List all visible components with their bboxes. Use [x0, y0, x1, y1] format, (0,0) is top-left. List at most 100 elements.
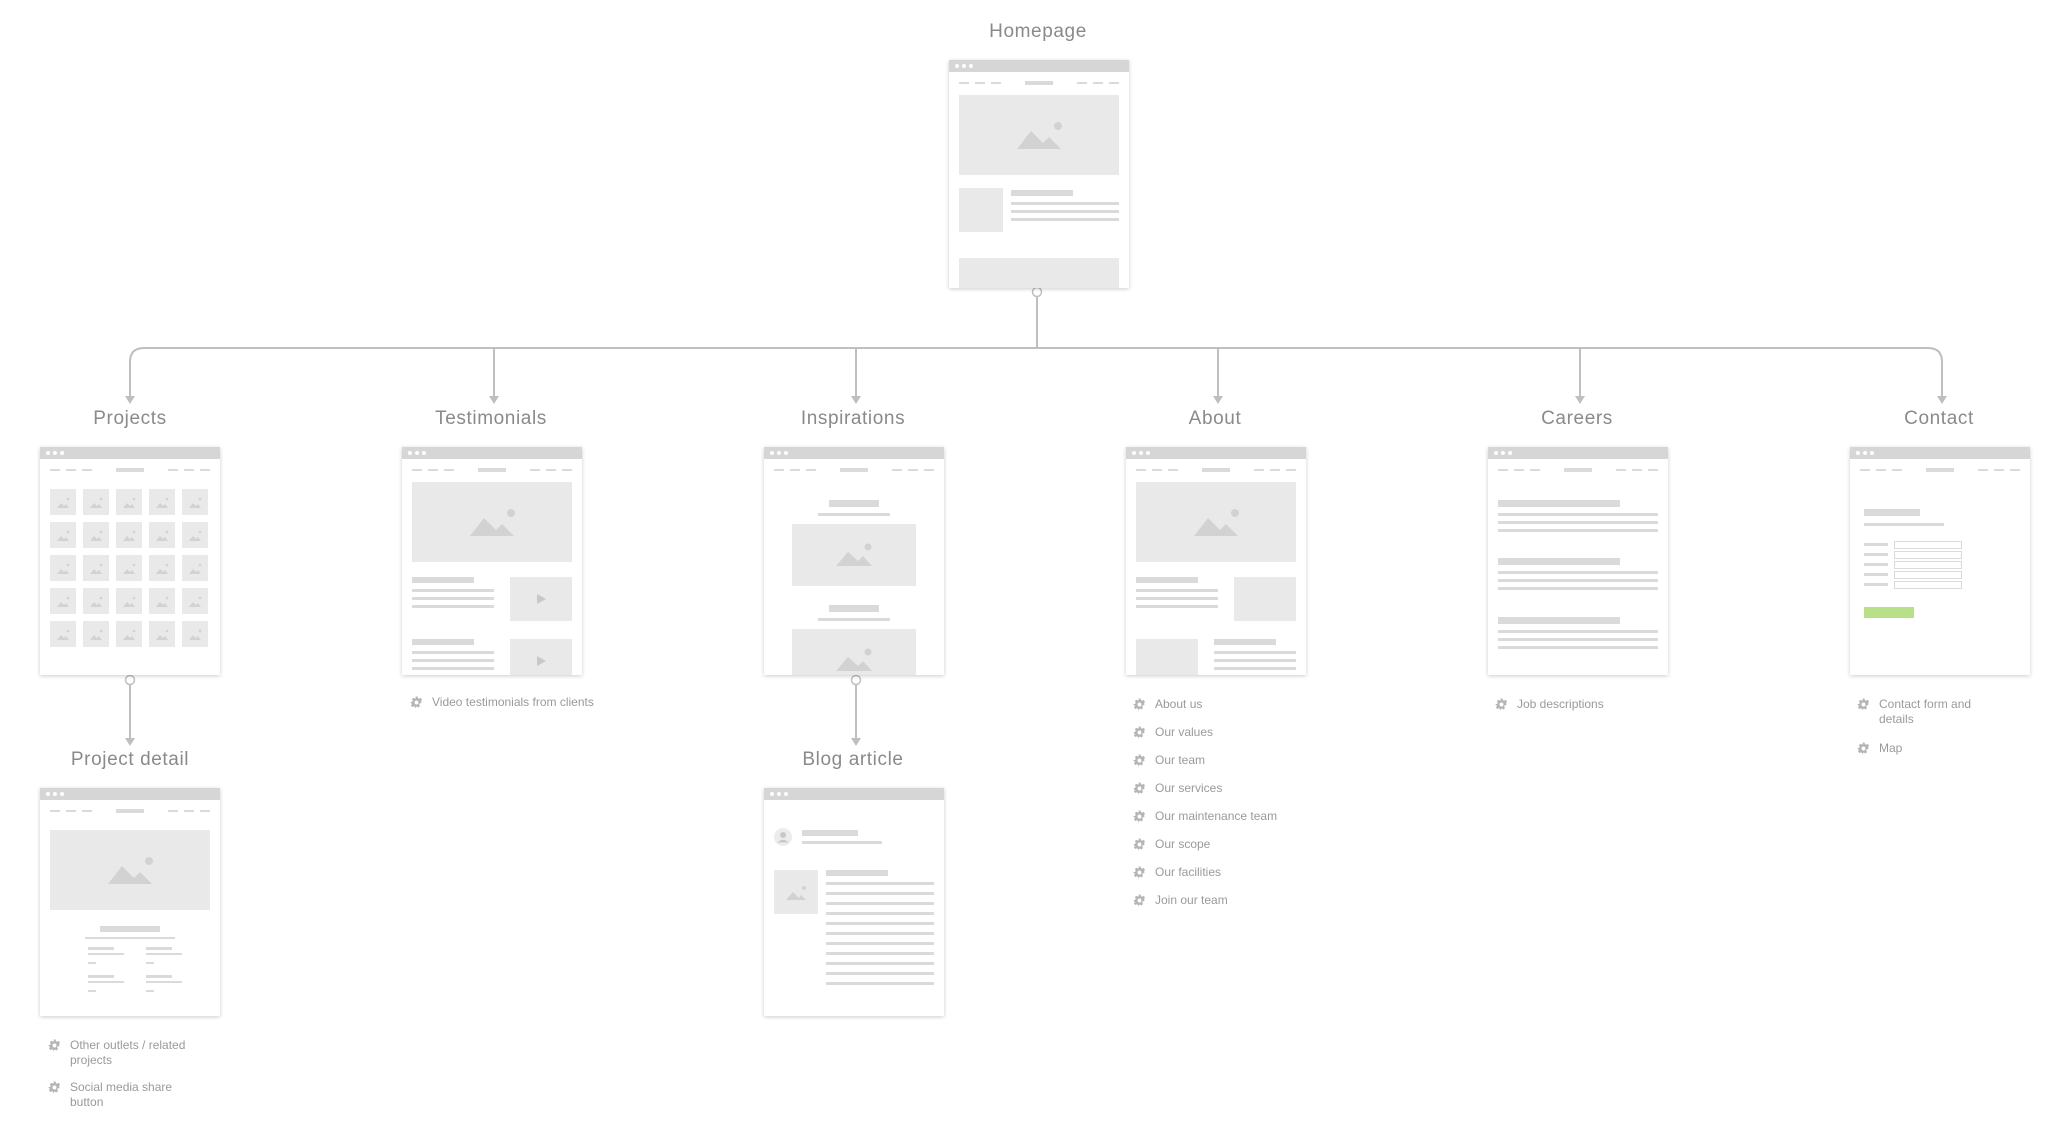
article-image-placeholder: [792, 524, 916, 586]
project-thumbnail: [50, 555, 76, 581]
note-item: Our scope: [1133, 837, 1343, 852]
note-text: Our maintenance team: [1155, 809, 1278, 823]
note-text: Other outlets / related projects: [70, 1038, 186, 1067]
form-field-label: [1864, 563, 1888, 566]
text-line: [826, 902, 934, 905]
testimonials-page-thumbnail[interactable]: [402, 447, 582, 675]
form-field-input[interactable]: [1894, 581, 1962, 589]
contact-title: Contact: [1904, 408, 1974, 429]
project-thumbnail: [149, 489, 175, 515]
project-thumbnail: [116, 522, 142, 548]
mountain-image-icon: [470, 509, 515, 536]
testimonials-title: Testimonials: [435, 408, 547, 429]
form-field-label: [1864, 553, 1888, 556]
form-field-input[interactable]: [1894, 561, 1962, 569]
hero-image-placeholder: [959, 95, 1119, 175]
note-item: Join our team: [1133, 893, 1343, 908]
inspirations-title: Inspirations: [800, 408, 906, 429]
project-thumbnail: [83, 489, 109, 515]
text-line: [826, 962, 934, 965]
note-item: Our team: [1133, 753, 1343, 768]
browser-bar: [1488, 447, 1668, 459]
image-placeholder: [1234, 577, 1296, 621]
connector-horizontal: [129, 347, 1943, 399]
note-text: Our scope: [1155, 837, 1211, 851]
text-line: [826, 982, 934, 985]
note-item: Contact form and details: [1857, 697, 2060, 727]
note-text: Our services: [1155, 781, 1223, 795]
inspirations-page-thumbnail[interactable]: [764, 447, 944, 675]
browser-bar: [1126, 447, 1306, 459]
submit-button[interactable]: [1864, 607, 1914, 618]
project-thumbnail: [83, 555, 109, 581]
note-text: Our team: [1155, 753, 1206, 767]
note-item: Map: [1857, 741, 2060, 756]
form-field-input[interactable]: [1894, 551, 1962, 559]
careers-page-thumbnail[interactable]: [1488, 447, 1668, 675]
note-item: Social media share button: [48, 1080, 258, 1110]
feature-image-placeholder: [959, 188, 1003, 232]
project-thumbnail: [50, 522, 76, 548]
node-projects: [124, 674, 136, 686]
project-thumbnail: [50, 621, 76, 647]
project-thumbnail: [149, 588, 175, 614]
blog-article-page-thumbnail[interactable]: [764, 788, 944, 1016]
text-line: [826, 952, 934, 955]
form-field-input[interactable]: [1894, 571, 1962, 579]
about-notes: About us Our values Our team Our service…: [1133, 697, 1343, 921]
arrow-about: [1213, 396, 1223, 404]
note-text: Video testimonials from clients: [432, 695, 594, 709]
user-icon: [774, 828, 792, 846]
note-item: Video testimonials from clients: [410, 695, 620, 710]
project-detail-page-thumbnail[interactable]: [40, 788, 220, 1016]
gear-icon: [1133, 838, 1146, 851]
mountain-image-icon: [1194, 509, 1239, 536]
node-homepage: [1031, 286, 1043, 298]
image-placeholder: [774, 870, 818, 914]
contact-page-thumbnail[interactable]: [1850, 447, 2030, 675]
arrow-blog-article: [851, 738, 861, 746]
note-text: Join our team: [1155, 893, 1228, 907]
gear-icon: [1495, 698, 1508, 711]
project-thumbnail: [116, 621, 142, 647]
project-thumbnail: [182, 489, 208, 515]
browser-bar: [40, 447, 220, 459]
homepage-page-thumbnail[interactable]: [949, 60, 1129, 288]
article-image-placeholder: [792, 629, 916, 675]
arrow-projects: [125, 396, 135, 404]
about-page-thumbnail[interactable]: [1126, 447, 1306, 675]
mountain-image-icon: [786, 886, 806, 900]
gear-icon: [1133, 894, 1146, 907]
project-thumbnail: [149, 555, 175, 581]
arrow-inspirations: [851, 396, 861, 404]
gear-icon: [1133, 810, 1146, 823]
gear-icon: [48, 1081, 61, 1094]
gear-icon: [1133, 754, 1146, 767]
note-item: Our values: [1133, 725, 1343, 740]
text-line: [826, 882, 934, 885]
project-thumbnail: [83, 621, 109, 647]
project-thumbnail: [50, 588, 76, 614]
gear-icon: [410, 696, 423, 709]
gear-icon: [1133, 782, 1146, 795]
project-thumbnail: [116, 555, 142, 581]
hero-image-placeholder: [1136, 482, 1296, 562]
gear-icon: [1857, 698, 1870, 711]
note-text: Our values: [1155, 725, 1214, 739]
note-text: Map: [1879, 741, 1903, 755]
form-field-input[interactable]: [1894, 541, 1962, 549]
contact-notes: Contact form and details Map: [1857, 697, 2060, 768]
browser-bar: [402, 447, 582, 459]
hero-image-placeholder: [50, 830, 210, 910]
play-icon: [537, 594, 546, 604]
blog-article-title: Blog article: [802, 749, 904, 770]
browser-bar: [1850, 447, 2030, 459]
browser-bar: [764, 788, 944, 800]
text-line: [826, 922, 934, 925]
projects-page-thumbnail[interactable]: [40, 447, 220, 675]
project-thumbnail: [83, 588, 109, 614]
note-item: Our services: [1133, 781, 1343, 796]
arrow-careers: [1575, 396, 1585, 404]
project-thumbnail: [182, 522, 208, 548]
